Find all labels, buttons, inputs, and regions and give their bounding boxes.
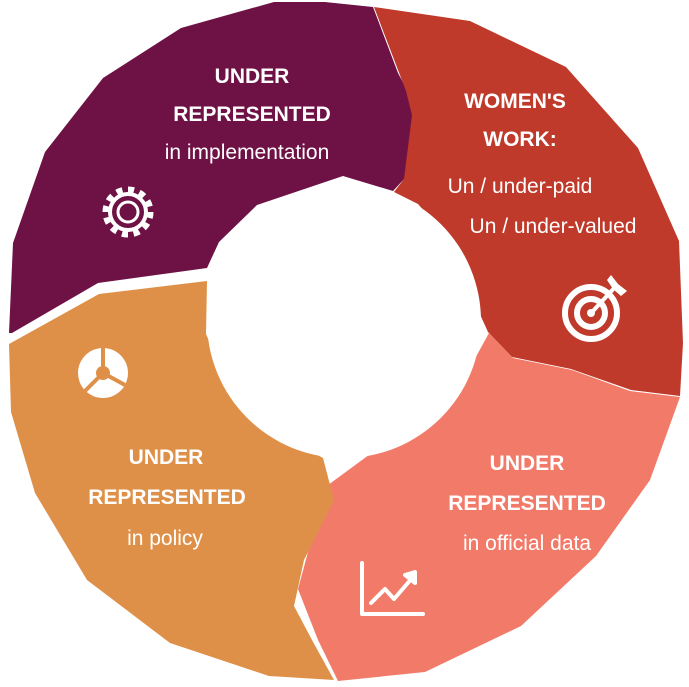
womens-work-line2: WORK: — [483, 128, 556, 151]
implementation-line3: in implementation — [165, 141, 330, 164]
gear-icon — [102, 186, 154, 238]
policy-line2: REPRESENTED — [88, 486, 246, 509]
womens-work-line1: WOMEN'S — [464, 90, 566, 113]
implementation-line2: REPRESENTED — [173, 103, 331, 126]
official-data-line2: REPRESENTED — [448, 492, 606, 515]
pie-chart-icon — [78, 348, 128, 398]
womens-work-line3: Un / under-paid — [448, 175, 593, 198]
official-data-line3: in official data — [463, 532, 591, 555]
policy-line3: in policy — [127, 527, 203, 550]
segment-implementation — [9, 2, 420, 333]
policy-line1: UNDER — [129, 446, 204, 469]
target-icon — [562, 275, 627, 342]
segment-official-data — [298, 333, 680, 681]
implementation-line1: UNDER — [215, 65, 290, 88]
center-circle — [207, 184, 481, 458]
womens-work-line4: Un / under-valued — [470, 215, 637, 238]
official-data-line1: UNDER — [490, 452, 565, 475]
line-chart-icon — [360, 561, 425, 616]
